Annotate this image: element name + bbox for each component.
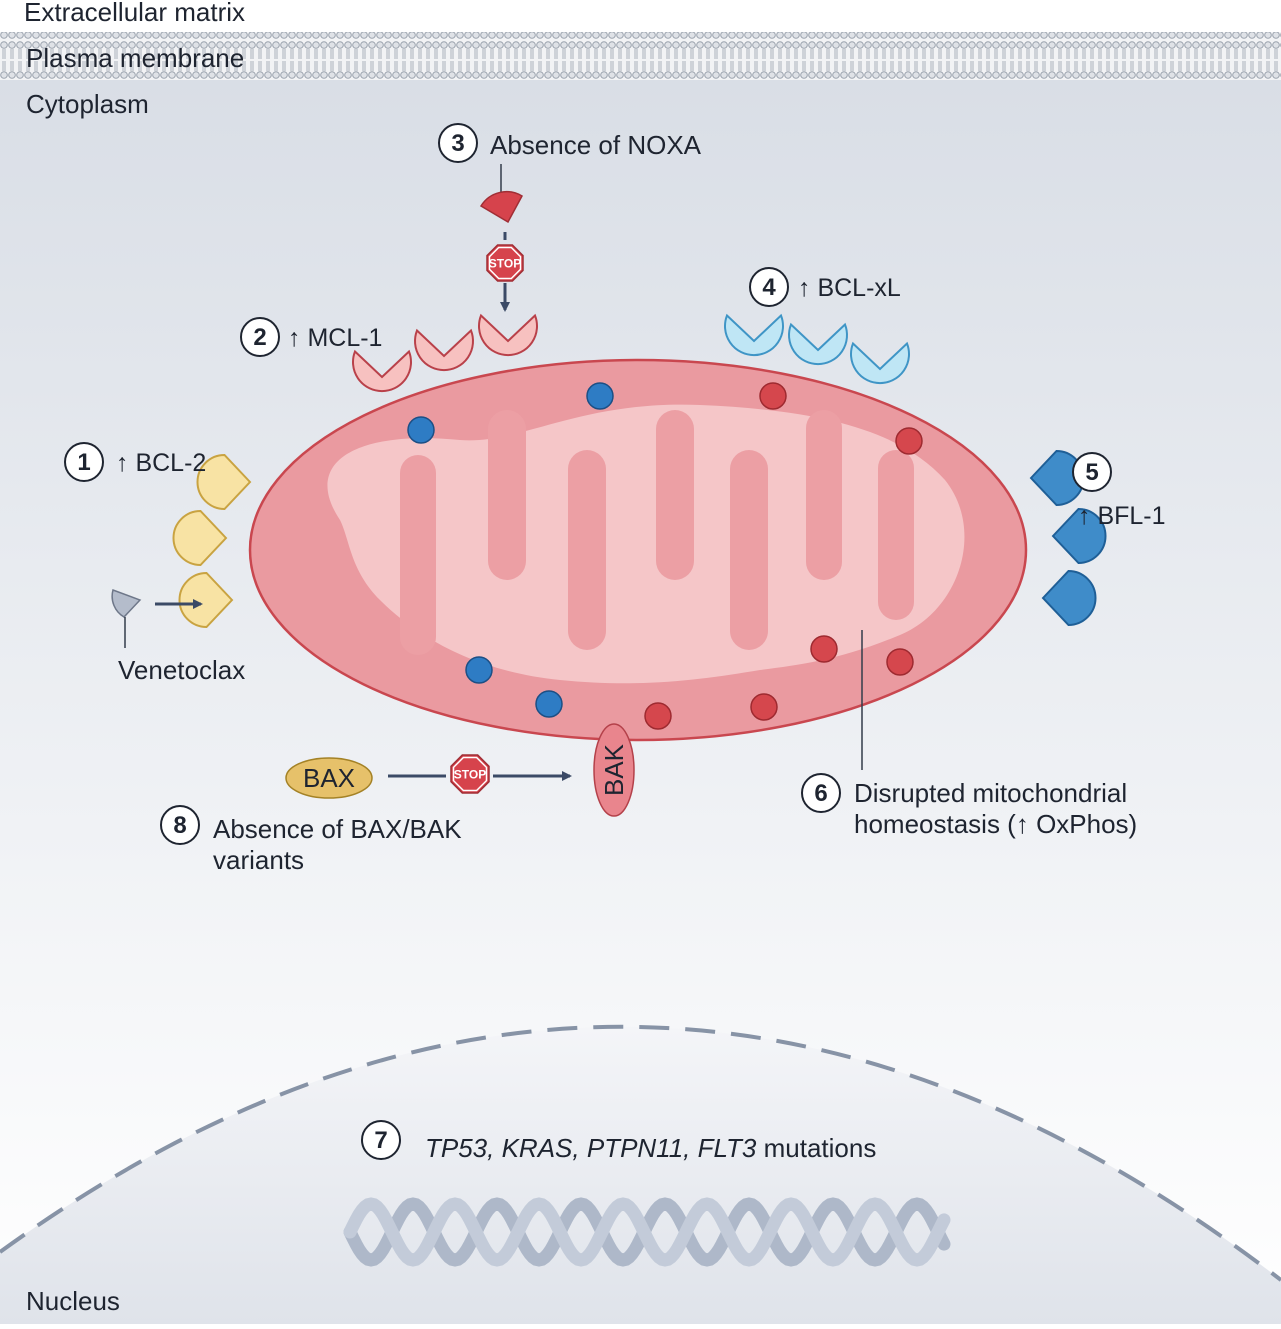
m8-label-line1: Absence of BAX/BAK <box>213 814 462 844</box>
nucleus-region <box>0 1026 1281 1324</box>
bax-protein <box>285 757 373 799</box>
mechanism-4: 4 ↑ BCL-xL <box>749 267 901 307</box>
dot-red <box>886 648 914 676</box>
bax-stop-sign-icon: STOP <box>450 754 490 794</box>
number-6: 6 <box>814 780 827 807</box>
mcl1-proteins <box>352 313 538 393</box>
dot-blue <box>407 416 435 444</box>
number-badge <box>749 267 789 307</box>
m6-label-line2: homeostasis (↑ OxPhos) <box>854 809 1137 839</box>
venetoclax-drug-icon <box>111 589 142 618</box>
number-badge <box>1072 452 1112 492</box>
bcl2-protein-icon <box>178 571 234 629</box>
number-badge <box>361 1120 401 1160</box>
bfl1-label: ↑ BFL-1 <box>1078 502 1166 530</box>
lipid-bilayer <box>0 32 1281 80</box>
number-8: 8 <box>173 812 186 839</box>
bclxl-protein-icon <box>724 313 784 357</box>
cytoplasm-label: Cytoplasm <box>26 89 149 119</box>
m8-label-line2: variants <box>213 845 304 875</box>
noxa-stop-sign-icon: STOP <box>486 244 524 282</box>
number-7: 7 <box>374 1127 387 1154</box>
number-2: 2 <box>253 324 266 351</box>
number-1: 1 <box>77 449 90 476</box>
number-3: 3 <box>451 130 464 157</box>
dot-red <box>759 382 787 410</box>
extracellular-label: Extracellular matrix <box>24 0 245 27</box>
stop-label: STOP <box>489 257 521 271</box>
dot-blue <box>586 382 614 410</box>
mechanism-8: 8 Absence of BAX/BAK variants <box>160 805 462 875</box>
mitochondrion-matrix <box>327 404 965 684</box>
number-badge <box>240 317 280 357</box>
bcl2-protein-icon <box>196 453 252 511</box>
dot-blue <box>535 690 563 718</box>
venetoclax-label: Venetoclax <box>118 655 245 685</box>
nuclear-envelope <box>0 1024 1281 1282</box>
m7-suffix: mutations <box>756 1133 876 1163</box>
mcl1-label: ↑ MCL-1 <box>288 324 382 352</box>
number-badge <box>438 123 478 163</box>
mechanism-7: 7 TP53, KRAS, PTPN11, FLT3 mutations <box>361 1120 876 1163</box>
mitochondrion-cristae <box>400 410 914 655</box>
number-5: 5 <box>1085 459 1098 486</box>
bax-label: BAX <box>303 763 355 793</box>
dna-helix-icon <box>343 1197 951 1267</box>
bfl1-protein-icon <box>1041 569 1097 627</box>
bcl2-protein-icon <box>172 509 228 567</box>
noxa-protein-icon <box>479 190 523 224</box>
nucleus-label: Nucleus <box>26 1286 120 1316</box>
extracellular-region <box>0 0 1281 32</box>
mcl1-protein-icon <box>414 328 474 372</box>
bfl1-proteins <box>1029 449 1107 627</box>
dot-red <box>895 427 923 455</box>
number-4: 4 <box>762 274 776 301</box>
mechanism-2: 2 ↑ MCL-1 <box>240 317 382 357</box>
mitochondrion-dots <box>407 382 923 730</box>
mechanism-3: 3 Absence of NOXA <box>438 123 702 163</box>
bclxl-protein-icon <box>850 341 910 385</box>
dot-red <box>810 635 838 663</box>
bak-label: BAK <box>599 743 629 796</box>
m7-label: TP53, KRAS, PTPN11, FLT3 mutations <box>425 1133 876 1163</box>
bcl2-label: ↑ BCL-2 <box>116 449 206 477</box>
mechanism-1: 1 ↑ BCL-2 <box>64 442 206 482</box>
dot-red <box>750 693 778 721</box>
number-badge <box>160 805 200 845</box>
number-badge <box>64 442 104 482</box>
number-badge <box>801 773 841 813</box>
noxa-label: Absence of NOXA <box>490 130 702 160</box>
bfl1-protein-icon <box>1051 507 1107 565</box>
membrane-label: Plasma membrane <box>26 43 244 73</box>
m7-genes: TP53, KRAS, PTPN11, FLT3 <box>425 1133 757 1163</box>
mechanism-5: 5 ↑ BFL-1 <box>1072 452 1166 530</box>
dot-blue <box>465 656 493 684</box>
bclxl-label: ↑ BCL-xL <box>798 274 901 302</box>
bak-protein <box>593 723 635 817</box>
dot-red <box>644 702 672 730</box>
mechanism-6: 6 Disrupted mitochondrial homeostasis (↑… <box>801 773 1137 839</box>
bclxl-protein-icon <box>788 322 848 366</box>
m6-label-line1: Disrupted mitochondrial <box>854 778 1127 808</box>
bclxl-proteins <box>724 313 910 385</box>
mcl1-protein-icon <box>478 313 538 357</box>
bcl2-proteins <box>172 453 252 629</box>
stop-label: STOP <box>454 768 486 782</box>
mitochondrion <box>248 358 1028 742</box>
mcl1-protein-icon <box>352 349 412 393</box>
